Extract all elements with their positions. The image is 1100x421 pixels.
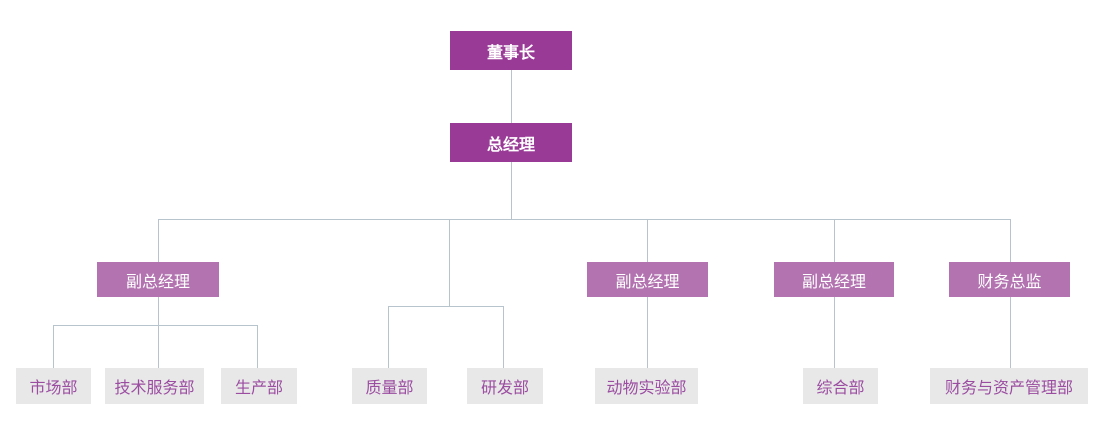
connector-branchline-quality-rd bbox=[388, 306, 504, 307]
org-node-general-manager: 总经理 bbox=[450, 123, 572, 162]
connector-drop-quality bbox=[388, 306, 389, 368]
org-node-technical-service-dept: 技术服务部 bbox=[105, 368, 204, 404]
org-node-rd-dept: 研发部 bbox=[467, 368, 543, 404]
connector-drop-finance-director bbox=[1010, 219, 1011, 262]
org-node-general-affairs-dept: 综合部 bbox=[803, 368, 878, 404]
connector-gm-mainline bbox=[511, 162, 512, 219]
org-node-quality-dept: 质量部 bbox=[352, 368, 427, 404]
org-node-finance-asset-mgmt-dept: 财务与资产管理部 bbox=[930, 368, 1088, 404]
org-node-deputy-gm-1: 副总经理 bbox=[97, 262, 219, 297]
connector-chairman-gm bbox=[511, 70, 512, 123]
connector-drop-rd bbox=[503, 306, 504, 368]
connector-drop-deputy3 bbox=[834, 219, 835, 262]
connector-branchline-deputy1 bbox=[53, 325, 258, 326]
connector-drop-marketing bbox=[53, 325, 54, 368]
org-node-deputy-gm-2: 副总经理 bbox=[587, 262, 708, 297]
connector-drop-deputy1 bbox=[158, 219, 159, 262]
org-node-animal-lab-dept: 动物实验部 bbox=[595, 368, 698, 404]
org-node-production-dept: 生产部 bbox=[221, 368, 297, 404]
connector-deputy2-animal-lab bbox=[647, 297, 648, 368]
connector-deputy1-branch bbox=[158, 297, 159, 368]
connector-drop-deputy2 bbox=[647, 219, 648, 262]
org-node-finance-director: 财务总监 bbox=[949, 262, 1070, 297]
connector-drop-production bbox=[257, 325, 258, 368]
connector-mainline bbox=[158, 219, 1011, 220]
org-node-chairman: 董事长 bbox=[450, 31, 572, 70]
connector-finance-director-finance-asset bbox=[1010, 297, 1011, 368]
connector-drop-quality-rd-branch bbox=[449, 219, 450, 306]
org-node-marketing-dept: 市场部 bbox=[16, 368, 91, 404]
connector-deputy3-general-affairs bbox=[834, 297, 835, 368]
org-node-deputy-gm-3: 副总经理 bbox=[774, 262, 894, 297]
